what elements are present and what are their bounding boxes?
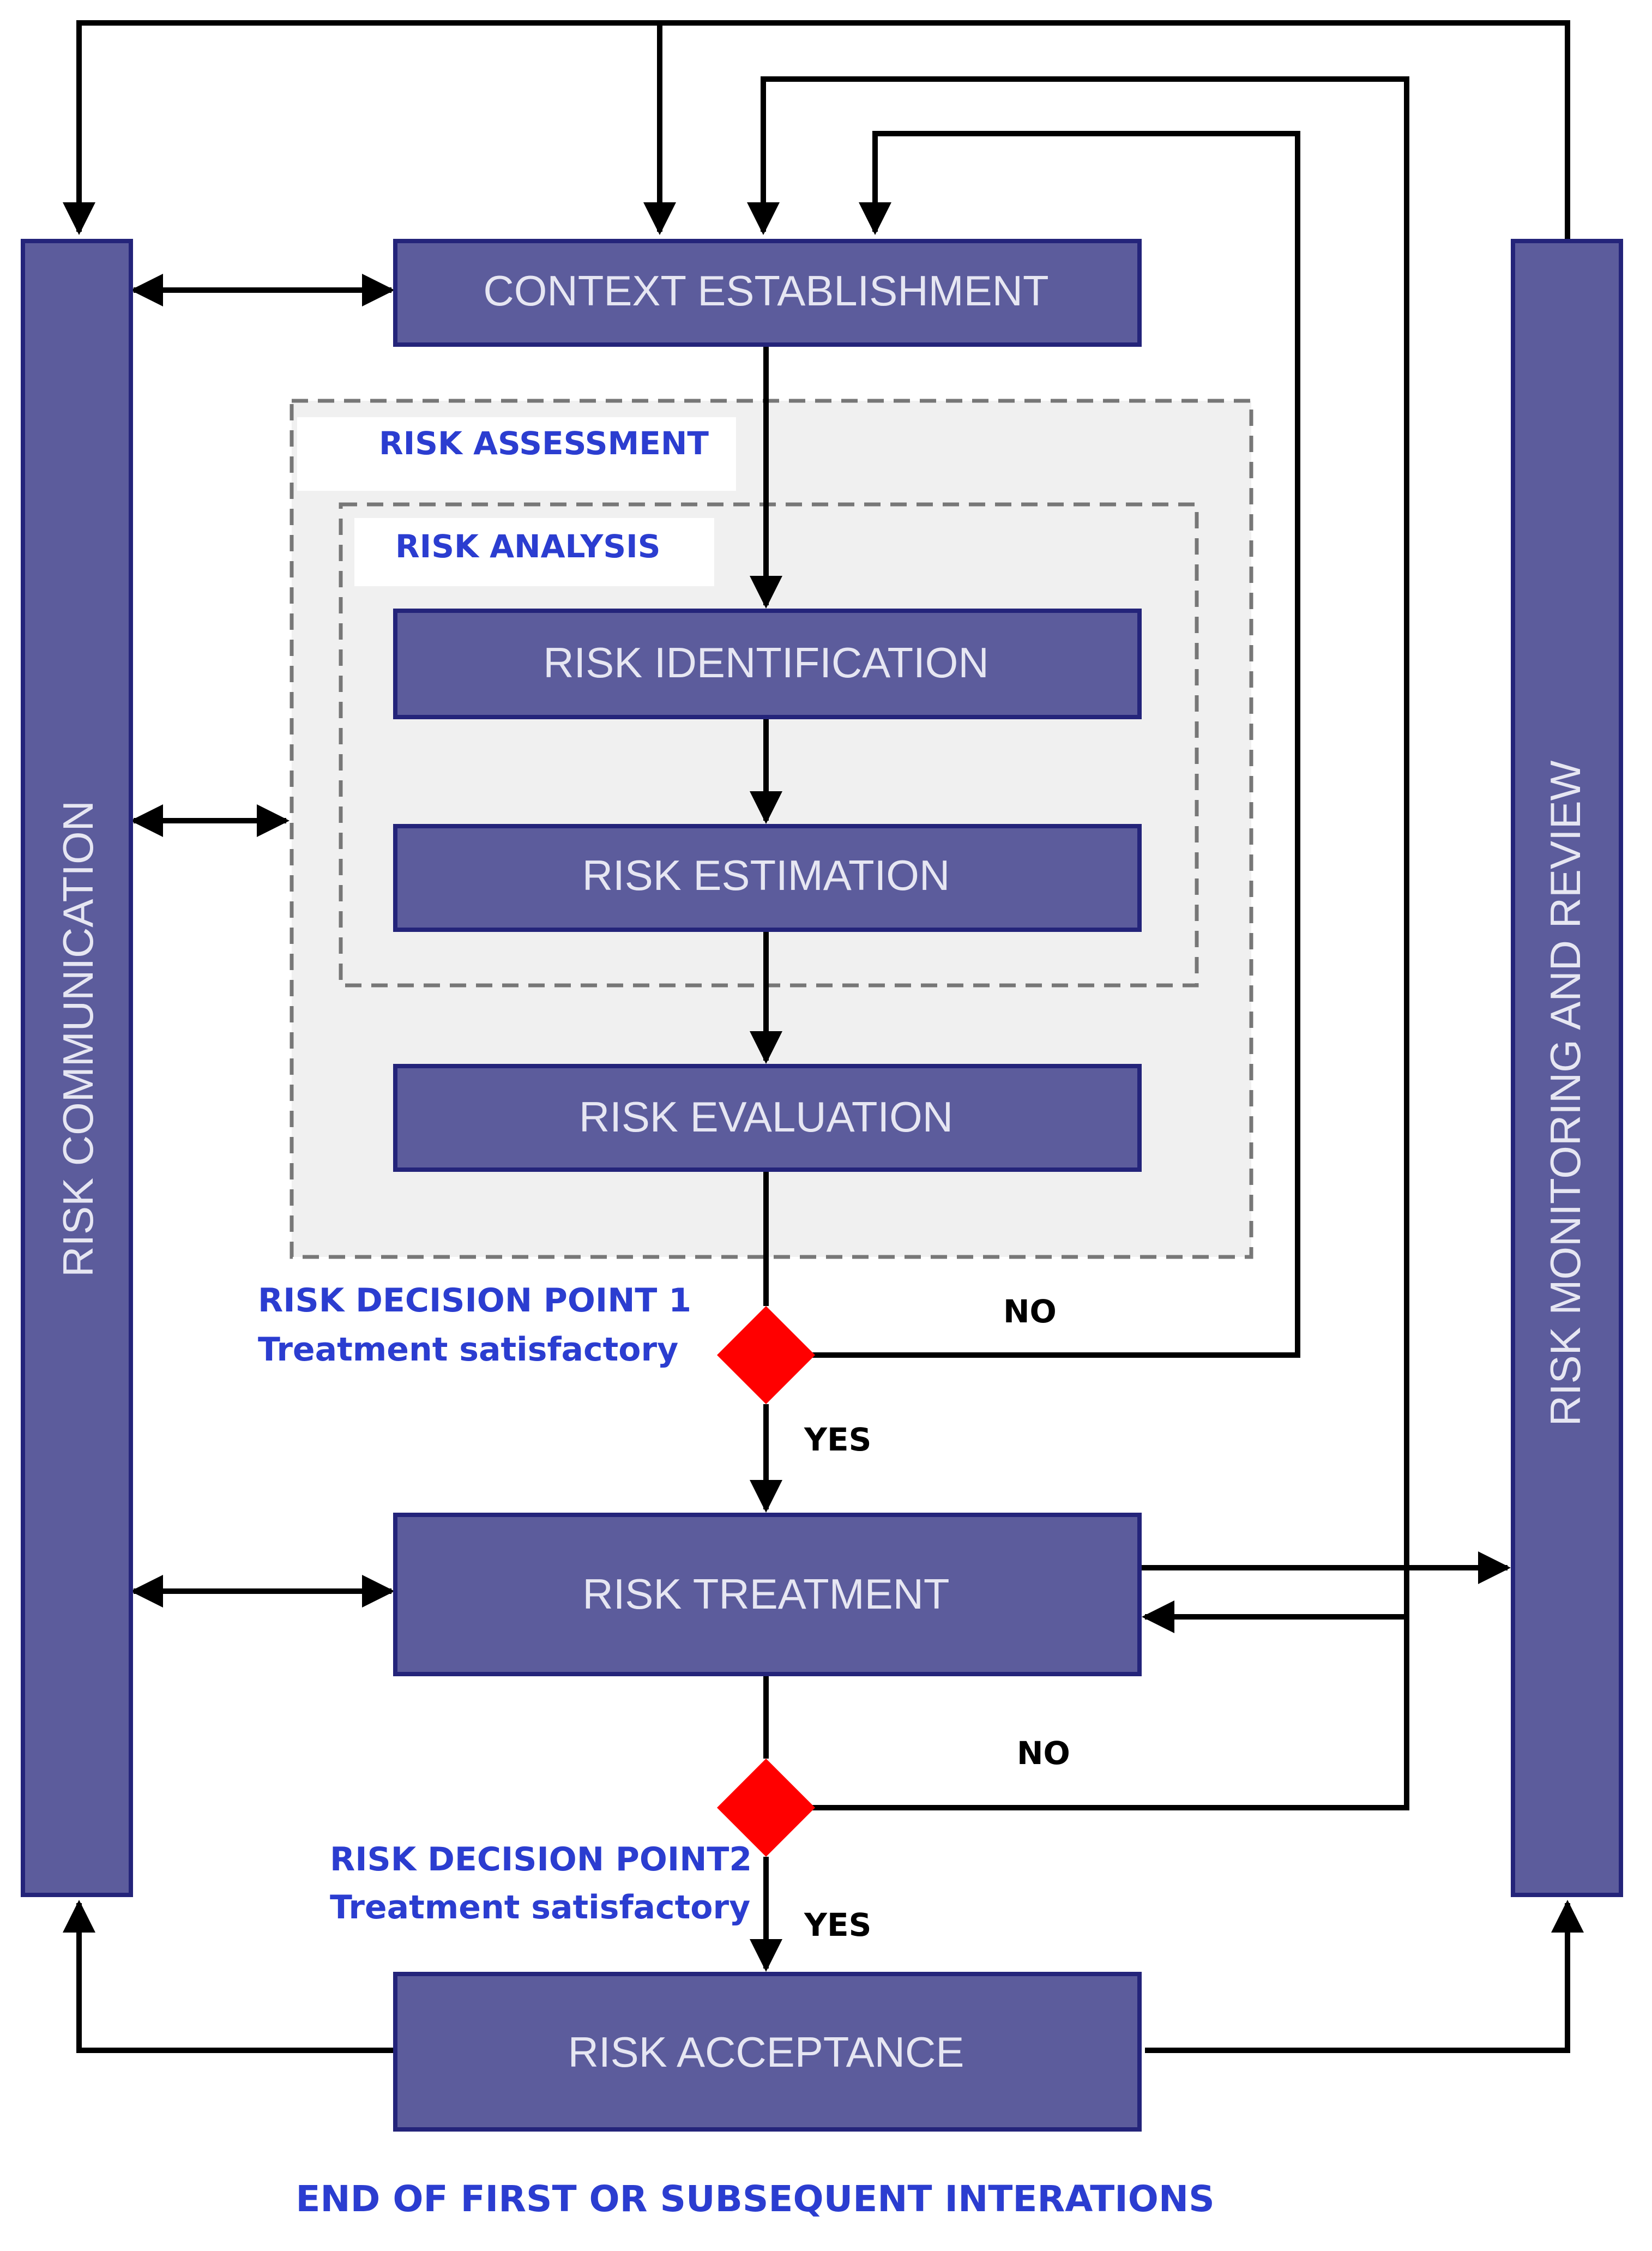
decision-point-1-subtitle: Treatment satisfactory <box>258 1331 678 1369</box>
risk-treatment-label: RISK TREATMENT <box>582 1570 949 1618</box>
decision-2-yes-label: YES <box>804 1906 871 1943</box>
context-establishment-label: CONTEXT ESTABLISHMENT <box>483 267 1048 315</box>
decision-point-1-title: RISK DECISION POINT 1 <box>258 1281 691 1320</box>
decision-point-1-diamond <box>717 1306 815 1404</box>
decision-1-yes-label: YES <box>804 1421 871 1458</box>
risk-acceptance-box: RISK ACCEPTANCE <box>393 1972 1142 2132</box>
risk-identification-box: RISK IDENTIFICATION <box>393 609 1142 719</box>
risk-estimation-label: RISK ESTIMATION <box>582 851 950 899</box>
risk-analysis-label: RISK ANALYSIS <box>395 528 661 565</box>
risk-analysis-label-bg <box>354 518 714 586</box>
decision-2-no-label: NO <box>1017 1735 1070 1772</box>
risk-monitoring-label: RISK MONITORING AND REVIEW <box>1541 760 1589 1426</box>
risk-treatment-box: RISK TREATMENT <box>393 1513 1142 1676</box>
acceptance-to-monitoring <box>1145 1900 1584 2053</box>
risk-communication-label: RISK COMMUNICATION <box>54 801 102 1277</box>
connectors <box>63 20 1584 2053</box>
risk-assessment-label-bg <box>297 417 736 491</box>
acceptance-to-communication <box>63 1900 395 2053</box>
decision-point-2-title: RISK DECISION POINT2 <box>330 1840 752 1879</box>
decision-point-2-diamond <box>717 1759 815 1857</box>
outer-loop-line <box>63 20 1570 243</box>
decision2-no-loop <box>747 76 1409 1810</box>
decision1-no-loop <box>812 131 1300 1358</box>
decision-point-2-subtitle: Treatment satisfactory <box>330 1888 750 1927</box>
risk-identification-label: RISK IDENTIFICATION <box>543 639 989 687</box>
risk-monitoring-bar: RISK MONITORING AND REVIEW <box>1511 239 1623 1897</box>
footer-iterations-label: END OF FIRST OR SUBSEQUENT INTERATIONS <box>296 2178 1214 2220</box>
risk-acceptance-label: RISK ACCEPTANCE <box>568 2028 964 2076</box>
risk-communication-bar: RISK COMMUNICATION <box>21 239 133 1897</box>
risk-evaluation-box: RISK EVALUATION <box>393 1064 1142 1172</box>
context-establishment-box: CONTEXT ESTABLISHMENT <box>393 239 1142 347</box>
decision-1-no-label: NO <box>1003 1293 1057 1330</box>
risk-assessment-label: RISK ASSESSMENT <box>379 425 709 462</box>
risk-evaluation-label: RISK EVALUATION <box>579 1093 953 1141</box>
risk-estimation-box: RISK ESTIMATION <box>393 824 1142 932</box>
